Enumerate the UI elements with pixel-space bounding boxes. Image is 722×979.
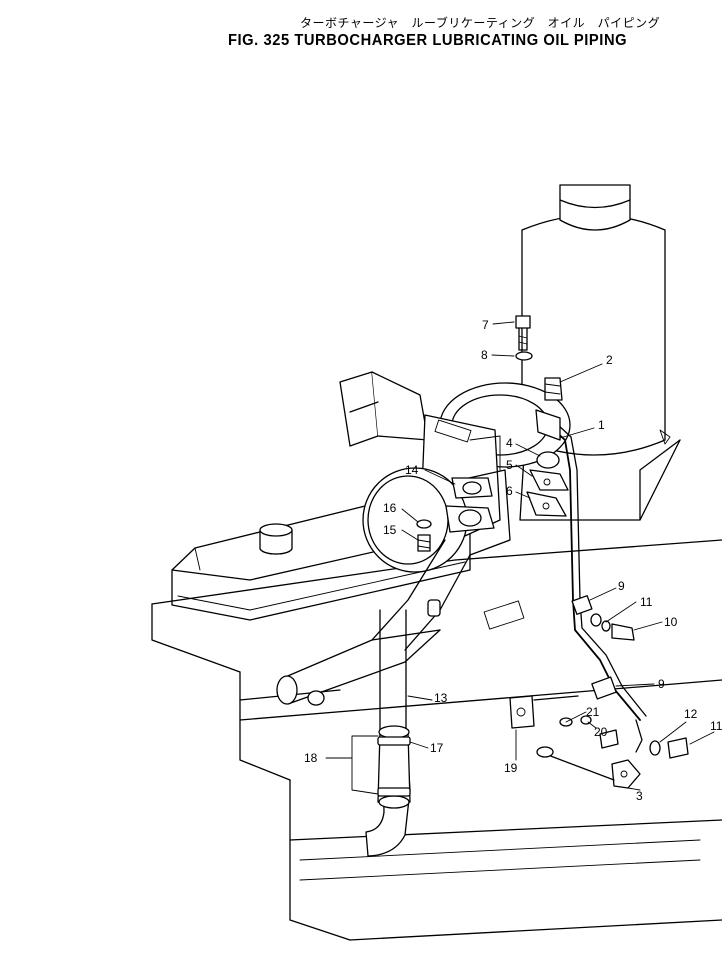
callout-10: 10 xyxy=(664,615,678,629)
callout-11-upper: 11 xyxy=(640,595,653,609)
callout-7: 7 xyxy=(482,318,489,332)
callout-14: 14 xyxy=(405,463,419,477)
air-cleaner xyxy=(519,184,681,521)
callout-13: 13 xyxy=(434,691,448,705)
clips-and-brackets xyxy=(509,595,689,789)
callout-2: 2 xyxy=(606,353,613,367)
callout-17: 17 xyxy=(430,741,444,755)
callout-3: 3 xyxy=(636,789,643,803)
exhaust-elbow xyxy=(276,539,525,706)
oil-filler-cap xyxy=(259,523,293,555)
callout-12: 12 xyxy=(684,707,698,721)
callout-8: 8 xyxy=(481,348,488,362)
callout-15: 15 xyxy=(383,523,397,537)
callout-9-lower: 9 xyxy=(658,677,665,691)
gaskets xyxy=(445,451,569,533)
oil-drain-pipe xyxy=(365,609,411,857)
callout-21: 21 xyxy=(586,705,600,719)
callout-18: 18 xyxy=(304,751,318,765)
callout-labels: 1 2 3 4 5 6 7 8 9 9 10 11 11 12 13 14 15… xyxy=(304,318,722,803)
figure-title: FIG. 325 TURBOCHARGER LUBRICATING OIL PI… xyxy=(228,32,628,49)
callout-16: 16 xyxy=(383,501,397,515)
leader-lines xyxy=(325,321,715,795)
callout-1: 1 xyxy=(598,418,605,432)
callout-6: 6 xyxy=(506,484,513,498)
callout-5: 5 xyxy=(506,458,513,472)
callout-20: 20 xyxy=(594,725,608,739)
callout-19: 19 xyxy=(504,761,518,775)
callout-11-lower: 11 xyxy=(710,719,722,733)
callout-4: 4 xyxy=(506,436,513,450)
fasteners-top xyxy=(416,315,563,552)
callout-9-upper: 9 xyxy=(618,579,625,593)
title-japanese: ターボチャージャ ルーブリケーティング オイル パイピング xyxy=(300,16,661,30)
